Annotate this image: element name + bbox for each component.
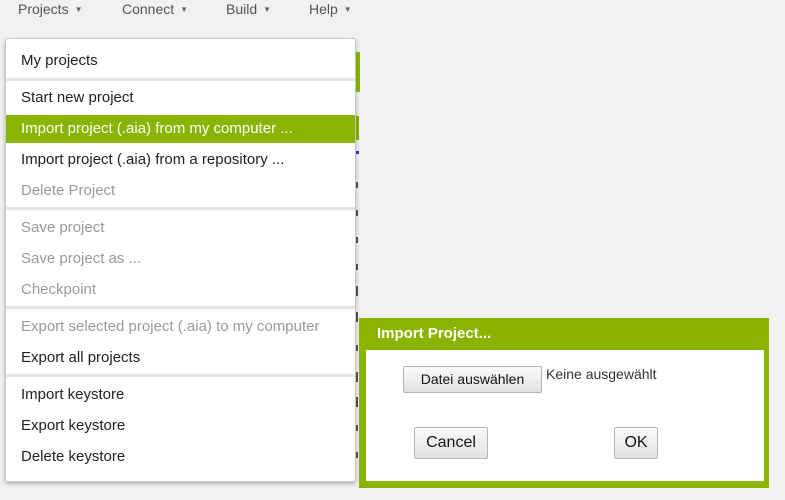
- menu-separator: [6, 78, 355, 81]
- caret-down-icon: ▼: [343, 5, 352, 14]
- background-toolbar-button: [355, 116, 359, 140]
- menu-bar: Projects ▼ Connect ▼ Build ▼ Help ▼: [0, 0, 785, 20]
- background-list-fragment: [355, 264, 358, 270]
- projects-dropdown-menu: My projects Start new project Import pro…: [5, 38, 356, 482]
- background-toolbar: [355, 52, 360, 92]
- background-list-fragment: [355, 210, 358, 216]
- menu-item-start-new-project[interactable]: Start new project: [21, 89, 134, 106]
- background-list-fragment: [355, 312, 358, 322]
- menu-projects[interactable]: Projects ▼: [18, 0, 83, 19]
- ok-button[interactable]: OK: [614, 427, 658, 459]
- menu-help[interactable]: Help ▼: [309, 0, 352, 19]
- background-list-fragment: [355, 372, 358, 382]
- menu-item-save-project: Save project: [21, 219, 105, 236]
- menu-item-export-keystore[interactable]: Export keystore: [21, 417, 126, 434]
- menu-separator: [6, 374, 355, 377]
- menu-item-import-project-repository[interactable]: Import project (.aia) from a repository …: [21, 151, 285, 168]
- background-list-fragment: [355, 397, 358, 407]
- menu-projects-label: Projects: [18, 1, 69, 17]
- menu-item-import-project-computer[interactable]: Import project (.aia) from my computer .…: [6, 115, 355, 143]
- dialog-title: Import Project...: [377, 325, 492, 342]
- menu-item-delete-keystore[interactable]: Delete keystore: [21, 448, 126, 465]
- background-list-fragment: [355, 237, 358, 243]
- menu-build-label: Build: [226, 1, 258, 17]
- menu-connect[interactable]: Connect ▼: [122, 0, 188, 19]
- menu-item-import-keystore[interactable]: Import keystore: [21, 386, 125, 403]
- background-list-fragment: [355, 182, 358, 188]
- menu-item-export-all-projects[interactable]: Export all projects: [21, 349, 141, 366]
- caret-down-icon: ▼: [263, 5, 272, 14]
- menu-separator: [6, 306, 355, 309]
- background-list-fragment: [355, 425, 358, 431]
- menu-item-checkpoint: Checkpoint: [21, 281, 97, 298]
- choose-file-button[interactable]: Datei auswählen: [403, 366, 542, 393]
- caret-down-icon: ▼: [180, 5, 189, 14]
- menu-item-export-selected-project: Export selected project (.aia) to my com…: [21, 318, 320, 335]
- file-status-text: Keine ausgewählt: [546, 366, 657, 382]
- menu-separator: [6, 207, 355, 210]
- background-list-fragment: [355, 452, 358, 458]
- cancel-button[interactable]: Cancel: [414, 427, 488, 459]
- menu-connect-label: Connect: [122, 1, 175, 17]
- dialog-body: Datei auswählen Keine ausgewählt Cancel …: [366, 350, 764, 481]
- menu-help-label: Help: [309, 1, 338, 17]
- menu-item-delete-project: Delete Project: [21, 182, 116, 199]
- menu-build[interactable]: Build ▼: [226, 0, 271, 19]
- background-list-fragment: [355, 286, 358, 296]
- caret-down-icon: ▼: [74, 5, 83, 14]
- import-project-dialog: Import Project... Datei auswählen Keine …: [359, 318, 769, 488]
- background-link-fragment: [355, 151, 359, 154]
- menu-item-my-projects[interactable]: My projects: [21, 52, 98, 69]
- background-list-fragment: [355, 345, 358, 351]
- menu-item-save-project-as: Save project as ...: [21, 250, 142, 267]
